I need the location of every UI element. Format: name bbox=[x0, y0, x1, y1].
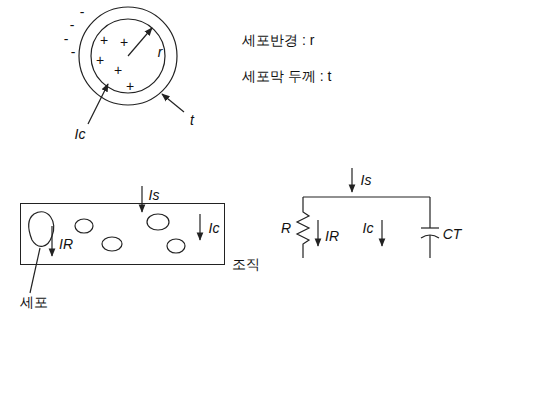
cell-blob bbox=[102, 237, 122, 251]
minus-charge: - bbox=[64, 32, 69, 46]
current-arrow bbox=[199, 214, 200, 240]
current-arrow bbox=[381, 220, 382, 246]
resistor-symbol bbox=[297, 197, 309, 258]
wire bbox=[429, 197, 430, 228]
component-label: R bbox=[281, 221, 291, 235]
cell-blob bbox=[147, 214, 169, 230]
current-arrow bbox=[141, 186, 142, 212]
current-label: Is bbox=[361, 173, 372, 187]
cell-membrane-inner bbox=[91, 19, 165, 93]
thickness-arrow bbox=[162, 94, 184, 112]
current-label: Ic bbox=[75, 127, 86, 141]
component-label: CT bbox=[443, 227, 462, 241]
part-name: 세포 bbox=[20, 295, 48, 309]
plus-charge: + bbox=[114, 63, 122, 77]
legend-note: 세포막 두께 : t bbox=[242, 69, 331, 83]
cell-blob bbox=[75, 219, 93, 233]
current-label: Ic bbox=[209, 221, 220, 235]
plus-charge: + bbox=[120, 35, 128, 49]
minus-charge: - bbox=[70, 18, 75, 32]
current-label: IR bbox=[59, 237, 73, 251]
current-arrow bbox=[51, 226, 52, 256]
current-arrow bbox=[317, 220, 318, 246]
capacitor-plate bbox=[421, 227, 439, 228]
current-label: Ic bbox=[363, 221, 374, 235]
current-label: Is bbox=[149, 188, 160, 202]
cell-blob bbox=[167, 239, 185, 253]
wire bbox=[429, 235, 430, 258]
legend-note: 세포반경 : r bbox=[242, 33, 314, 47]
radius-arrow bbox=[128, 28, 152, 56]
radius-symbol: r bbox=[158, 45, 163, 59]
cell-membrane-outer bbox=[79, 7, 177, 105]
thickness-symbol: t bbox=[190, 113, 194, 127]
node-heading: 조직 bbox=[232, 257, 260, 271]
wire bbox=[303, 196, 430, 197]
leader-line bbox=[30, 248, 40, 293]
current-arrow bbox=[88, 84, 108, 124]
current-arrow bbox=[351, 168, 352, 192]
minus-charge: - bbox=[71, 45, 76, 59]
cell-blob bbox=[29, 212, 54, 247]
plus-charge: + bbox=[96, 53, 104, 67]
plus-charge: + bbox=[100, 33, 108, 47]
tissue-box: 조직 bbox=[20, 203, 225, 265]
plus-charge: + bbox=[126, 79, 134, 93]
minus-charge: - bbox=[80, 5, 85, 19]
current-label: IR bbox=[325, 229, 339, 243]
